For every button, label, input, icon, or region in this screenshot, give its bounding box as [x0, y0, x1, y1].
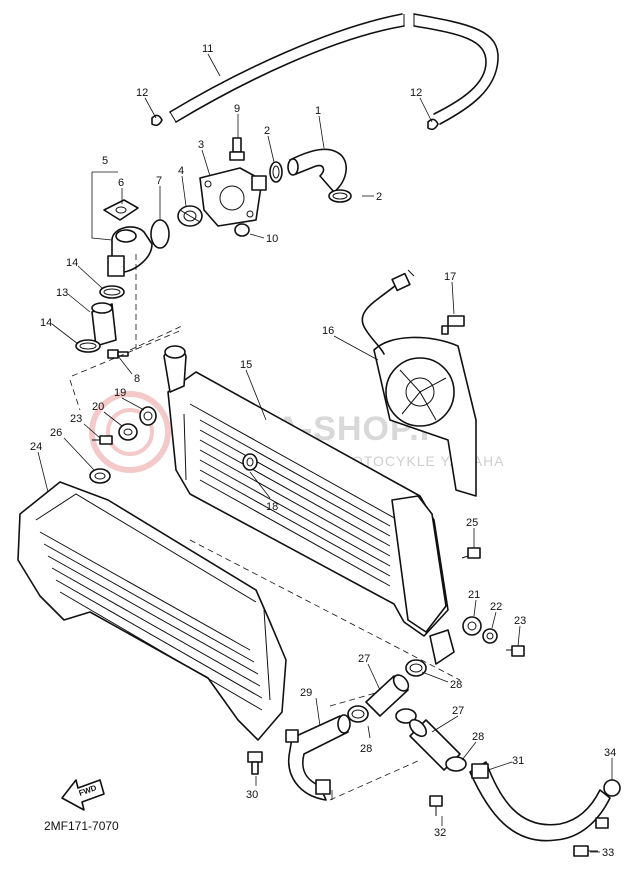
callout-22: 22: [490, 601, 502, 613]
bolt-23-left: [92, 435, 113, 445]
callout-2-lower: 2: [376, 191, 382, 203]
callout-30: 30: [246, 789, 258, 801]
clamp-28-right: [395, 708, 417, 724]
hose-27-lower: [408, 718, 461, 771]
callout-24: 24: [30, 441, 42, 453]
callout-29: 29: [300, 687, 312, 699]
callout-7: 7: [156, 175, 162, 187]
clamp-28-middle: [347, 705, 369, 723]
callout-27-upper: 27: [358, 653, 370, 665]
collar-20: [118, 423, 138, 441]
radiator-cover-24: [17, 481, 287, 741]
clamp-14-lower: [75, 339, 101, 353]
clamp-2-upper: [269, 161, 283, 183]
fan-16: [361, 269, 477, 497]
callout-labels: 11 12 12 9 1 2 2 3 4 5 6 7 10 14 13 14 8…: [30, 43, 616, 859]
callout-23-right: 23: [514, 615, 526, 627]
bolt-25: [461, 547, 481, 559]
damper-19: [139, 406, 157, 426]
grommet-18: [242, 453, 258, 471]
collar-22: [482, 628, 498, 644]
pipe-29: [285, 714, 351, 801]
hose-13: [91, 302, 117, 347]
bolt-17: [441, 315, 465, 335]
callout-12-right: 12: [410, 87, 422, 99]
bolt-8: [107, 349, 129, 359]
callout-13: 13: [56, 287, 68, 299]
clamp-14-upper: [99, 285, 125, 299]
hose-11: [169, 13, 499, 125]
damper-21: [462, 616, 482, 636]
bolt-23-right: [506, 645, 525, 657]
bolt-9: [229, 137, 245, 161]
thermostat-housing-3: [199, 167, 267, 227]
clip-12-right: [427, 118, 439, 131]
hose-27-upper: [365, 674, 410, 717]
clamp-2-lower: [328, 189, 352, 203]
thermostat-4: [177, 205, 203, 227]
callout-2-upper: 2: [264, 125, 270, 137]
callout-25: 25: [466, 517, 478, 529]
callout-6: 6: [118, 177, 124, 189]
clamp-28-lower: [445, 756, 467, 772]
pipe-31: [469, 761, 611, 842]
o-ring-7: [150, 219, 170, 249]
callout-26: 26: [50, 427, 62, 439]
callout-23-left: 23: [70, 413, 82, 425]
callout-9: 9: [234, 103, 240, 115]
bolt-32: [429, 795, 443, 816]
callout-10: 10: [266, 233, 278, 245]
grommet-26: [89, 468, 111, 484]
clip-12-left: [151, 114, 163, 127]
callout-34: 34: [604, 747, 616, 759]
callout-15: 15: [240, 359, 252, 371]
fwd-arrow: FWD: [61, 779, 105, 811]
callout-5: 5: [102, 155, 108, 167]
cover-5: [107, 226, 153, 277]
gasket-6: [103, 199, 139, 221]
callout-18: 18: [266, 501, 278, 513]
callout-28-middle: 28: [360, 743, 372, 755]
callout-28-upper: 28: [450, 679, 462, 691]
diagram-code: 2MF171-7070: [44, 819, 119, 833]
callout-27-lower: 27: [452, 705, 464, 717]
callout-8: 8: [134, 373, 140, 385]
nut-10: [234, 223, 250, 237]
radiator-core-fins: [199, 419, 391, 587]
callout-33: 33: [602, 847, 614, 859]
assembly-lines: [69, 254, 461, 801]
cover-louvers: [39, 531, 263, 711]
callout-17: 17: [444, 271, 456, 283]
callout-28-lower: 28: [472, 731, 484, 743]
hose-1: [287, 148, 347, 193]
bolt-30: [247, 751, 263, 775]
clamp-28-upper: [405, 659, 427, 677]
callout-16: 16: [322, 325, 334, 337]
callout-21: 21: [468, 589, 480, 601]
callout-1: 1: [315, 105, 321, 117]
callout-31: 31: [512, 755, 524, 767]
bolt-33: [573, 845, 598, 857]
callout-14-lower: 14: [40, 317, 52, 329]
leader-lines: [37, 53, 613, 853]
callout-32: 32: [434, 827, 446, 839]
callout-19: 19: [114, 387, 126, 399]
callout-14-upper: 14: [66, 257, 78, 269]
callout-12-left: 12: [136, 87, 148, 99]
callout-20: 20: [92, 401, 104, 413]
callout-11: 11: [202, 43, 213, 55]
callout-4: 4: [178, 165, 184, 177]
radiator-15: [163, 345, 455, 665]
o-ring-34: [603, 779, 621, 797]
callout-3: 3: [198, 139, 204, 151]
